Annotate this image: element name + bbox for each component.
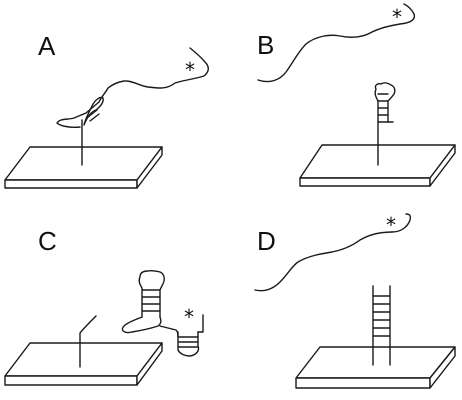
target-strand [56, 47, 209, 128]
panel-label-c: C [38, 226, 57, 256]
ladder-probe [372, 285, 391, 366]
panel-a: A * [4, 31, 209, 189]
panel-label-d: D [257, 226, 276, 256]
hairpin-probe [374, 82, 396, 166]
surface-plate [295, 346, 456, 389]
target-strand [257, 3, 416, 83]
duplex-region [83, 96, 104, 126]
panel-c: C * [4, 226, 204, 386]
panel-label-a: A [38, 31, 56, 61]
label-star-d: * [386, 213, 396, 237]
target-strand [254, 213, 412, 292]
panel-label-b: B [257, 30, 274, 60]
opened-probe [79, 315, 97, 368]
lower-hairpin-rungs [177, 336, 199, 348]
hairpin-base [121, 316, 162, 334]
surface-plate [4, 146, 163, 189]
lower-hairpin [177, 331, 200, 357]
label-star-b: * [392, 5, 402, 29]
label-star-a: * [185, 58, 195, 82]
connector [159, 325, 179, 338]
panel-b: B * [257, 3, 456, 187]
ladder-rungs [372, 295, 391, 337]
folded-target [121, 269, 204, 357]
surface-plate [4, 342, 163, 386]
ladder-rails [372, 285, 391, 366]
strand-end [197, 314, 204, 333]
label-star-c: * [184, 305, 194, 329]
hairpin-loop [374, 82, 396, 102]
panel-d: D * [254, 213, 456, 389]
duplex-rungs [87, 109, 100, 122]
stem-rungs [377, 93, 389, 123]
upper-hairpin-rungs [141, 289, 161, 312]
upper-hairpin [138, 269, 165, 318]
